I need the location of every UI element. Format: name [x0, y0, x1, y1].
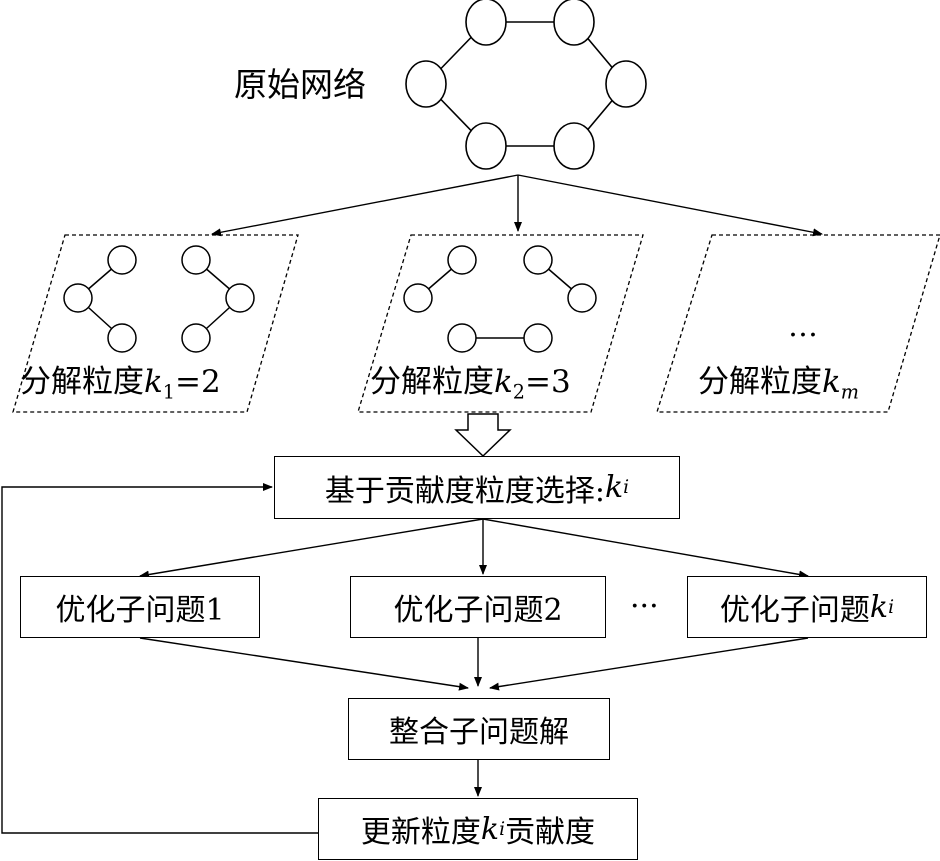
panel-k2-graph [403, 245, 597, 353]
network-node [465, 122, 507, 170]
decomposition-panels [12, 234, 940, 413]
subproblem-ellipsis: ··· [630, 589, 659, 624]
graph-node [107, 323, 137, 353]
graph-node [63, 283, 93, 313]
original-network-label: 原始网络 [234, 65, 366, 104]
select-to-subproblem-arrows [139, 518, 809, 579]
decomp-label-k1: 分解粒度k1=2 [20, 364, 221, 404]
network-node [465, 0, 507, 46]
merge-solutions-box: 整合子问题解 [348, 698, 610, 760]
graph-node [403, 283, 433, 313]
graph-node [523, 245, 553, 275]
graph-node [447, 323, 477, 353]
panel-k1 [12, 234, 299, 413]
graph-node [107, 245, 137, 275]
graph-node [447, 245, 477, 275]
subproblem-to-merge-arrows [139, 637, 809, 691]
graph-node [523, 323, 553, 353]
decomp-label-k2: 分解粒度k2=3 [370, 364, 571, 404]
panel-k2 [357, 234, 644, 413]
decomp-ellipsis: … [788, 309, 818, 344]
network-node [553, 0, 595, 46]
graph-node [567, 283, 597, 313]
decomposition-arrows [211, 174, 823, 237]
hollow-down-arrow [454, 413, 512, 458]
graph-node [181, 323, 211, 353]
graph-node [181, 245, 211, 275]
decomp-label-km: 分解粒度km [698, 364, 860, 404]
subproblem-box-2: 优化子问题2 [350, 576, 606, 638]
feedback-loop-arrow [1, 483, 318, 834]
original-network-graph [405, 0, 647, 170]
panel-k1-graph [63, 245, 255, 353]
network-node [605, 60, 647, 108]
network-node [553, 122, 595, 170]
subproblem-box-1: 优化子问题1 [20, 576, 260, 638]
network-node [405, 60, 447, 108]
graph-node [225, 283, 255, 313]
